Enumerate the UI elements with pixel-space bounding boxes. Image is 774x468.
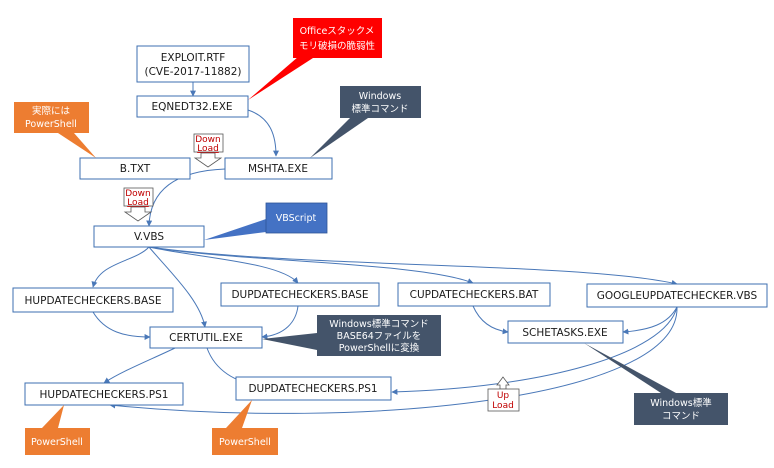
- node-label: SCHETASKS.EXE: [522, 327, 607, 339]
- upload-text-line2: Load: [492, 401, 514, 411]
- callout-text-line1: Windows標準: [650, 397, 712, 409]
- callout-text: VBScript: [276, 213, 317, 224]
- down-arrow-icon: [123, 206, 153, 222]
- callout-powershell-b-txt: 実際には PowerShell: [14, 102, 96, 158]
- up-arrow-icon: [496, 376, 510, 390]
- callout-text-line2: BASE64ファイルを: [337, 331, 422, 342]
- edges: [91, 82, 678, 414]
- callout-office-vulnerability: Officeスタックメ モリ破損の脆弱性: [248, 18, 382, 100]
- download-text-line1: Down: [195, 135, 221, 145]
- callout-vbscript: VBScript: [204, 202, 328, 240]
- edge-eqnedt-to-mshta: [247, 109, 279, 157]
- download-indicator-2: Down Load: [123, 187, 154, 222]
- callout-text-line1: Officeスタックメ: [300, 26, 375, 37]
- node-googleupdatechecker-vbs: GOOGLEUPDATECHECKER.VBS: [586, 283, 768, 308]
- node-dupdatecheckers-ps1: DUPDATECHECKERS.PS1: [235, 376, 392, 401]
- edge-hupdate-base-to-certutil: [92, 311, 151, 340]
- callout-text-line1: 実際には: [32, 105, 71, 117]
- node-label: DUPDATECHECKERS.PS1: [248, 383, 377, 395]
- node-label: B.TXT: [120, 163, 151, 175]
- edge-google-vbs-to-schetasks: [622, 306, 678, 335]
- callout-text-line2: モリ破損の脆弱性: [299, 40, 376, 52]
- edge-google-vbs-to-dupdate-ps1: [391, 306, 678, 395]
- node-label: V.VBS: [134, 231, 164, 243]
- callout-text-line2: コマンド: [662, 411, 700, 422]
- callout-text: PowerShell: [219, 437, 271, 448]
- edge-dupdate-base-to-certutil: [261, 305, 299, 340]
- node-label-line2: (CVE-2017-11882): [144, 66, 241, 78]
- node-exploit-rtf: EXPLOIT.RTF (CVE-2017-11882): [136, 45, 250, 83]
- node-label-line1: EXPLOIT.RTF: [161, 52, 226, 64]
- edge-vvbs-to-google-vbs: [148, 246, 678, 286]
- callout-text-line3: PowerShellに変換: [339, 342, 420, 354]
- edge-cupdate-bat-to-schetasks: [472, 305, 509, 335]
- download-indicator-1: Down Load: [193, 133, 224, 168]
- callout-text-line1: Windows: [359, 91, 401, 102]
- edge-vvbs-to-dupdate-base: [148, 246, 299, 284]
- callout-text: PowerShell: [31, 437, 83, 448]
- callout-windows-command-right: Windows標準 コマンド: [584, 343, 728, 425]
- callout-windows-command-top: Windows 標準コマンド: [310, 86, 421, 158]
- node-label: HUPDATECHECKERS.PS1: [40, 389, 169, 401]
- download-text-line2: Load: [197, 144, 219, 154]
- edge-vvbs-to-certutil: [148, 246, 207, 328]
- callout-text-line2: 標準コマンド: [351, 103, 408, 115]
- download-text-line2: Load: [127, 198, 149, 208]
- callout-text-line2: PowerShell: [25, 119, 77, 130]
- node-label: GOOGLEUPDATECHECKER.VBS: [597, 290, 758, 302]
- callout-certutil-note: Windows標準コマンド BASE64ファイルを PowerShellに変換: [262, 315, 441, 356]
- node-hupdatecheckers-ps1: HUPDATECHECKERS.PS1: [24, 382, 184, 406]
- node-label: HUPDATECHECKERS.BASE: [25, 295, 162, 307]
- node-label: MSHTA.EXE: [248, 163, 308, 175]
- callout-powershell-hupdate: PowerShell: [25, 405, 90, 455]
- node-v-vbs: V.VBS: [93, 225, 205, 248]
- node-mshta: MSHTA.EXE: [224, 157, 333, 180]
- edge-vvbs-to-cupdate-bat: [148, 246, 474, 284]
- node-label: EQNEDT32.EXE: [151, 101, 232, 113]
- edge-certutil-to-hupdate-ps1: [103, 347, 176, 384]
- node-label: DUPDATECHECKERS.BASE: [231, 289, 368, 301]
- node-certutil: CERTUTIL.EXE: [149, 326, 263, 349]
- callout-powershell-dupdate: PowerShell: [212, 400, 278, 455]
- node-schetasks: SCHETASKS.EXE: [507, 320, 624, 344]
- down-arrow-icon: [193, 152, 223, 168]
- download-text-line1: Down: [125, 189, 151, 199]
- upload-text-line1: Up: [497, 391, 510, 401]
- edge-vvbs-to-hupdate-base: [91, 246, 150, 288]
- node-eqnedt32: EQNEDT32.EXE: [136, 95, 249, 118]
- upload-indicator: Up Load: [487, 376, 520, 412]
- edge-mshta-to-vvbs: [146, 168, 226, 227]
- node-dupdatecheckers-base: DUPDATECHECKERS.BASE: [220, 282, 380, 307]
- callout-text-line1: Windows標準コマンド: [329, 318, 428, 330]
- node-cupdatecheckers-bat: CUPDATECHECKERS.BAT: [397, 282, 551, 307]
- node-b-txt: B.TXT: [79, 157, 191, 180]
- node-hupdatecheckers-base: HUPDATECHECKERS.BASE: [12, 287, 174, 313]
- node-label: CUPDATECHECKERS.BAT: [410, 289, 539, 301]
- node-label: CERTUTIL.EXE: [169, 332, 243, 344]
